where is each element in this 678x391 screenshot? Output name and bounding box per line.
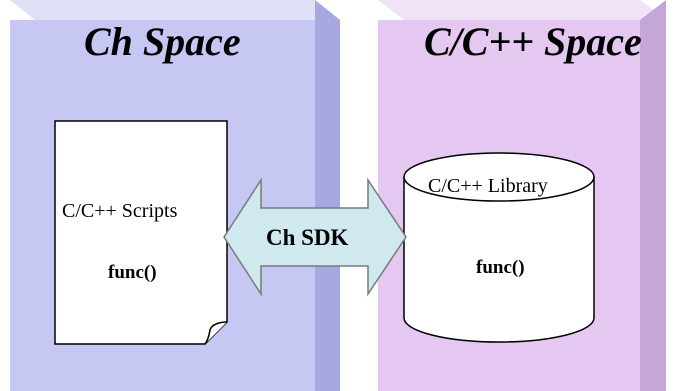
left-box-top-face [10,0,340,20]
left-box-side-face [315,0,340,391]
right-box-title: C/C++ Space [424,19,642,64]
library-cylinder-top [403,152,595,202]
script-document-shape [54,120,228,345]
scripts-label: C/C++ Scripts [62,200,178,222]
ch-sdk-label: Ch SDK [266,225,349,250]
right-box-side-face [640,0,666,391]
ch-sdk-double-arrow [223,177,407,297]
library-label: C/C++ Library [428,175,548,197]
left-func-label: func() [108,262,157,283]
left-box-title: Ch Space [84,19,241,64]
right-func-label: func() [476,257,525,278]
document-folded-corner [204,321,228,345]
right-box-top-face [378,0,666,20]
library-cylinder-body [403,176,595,343]
